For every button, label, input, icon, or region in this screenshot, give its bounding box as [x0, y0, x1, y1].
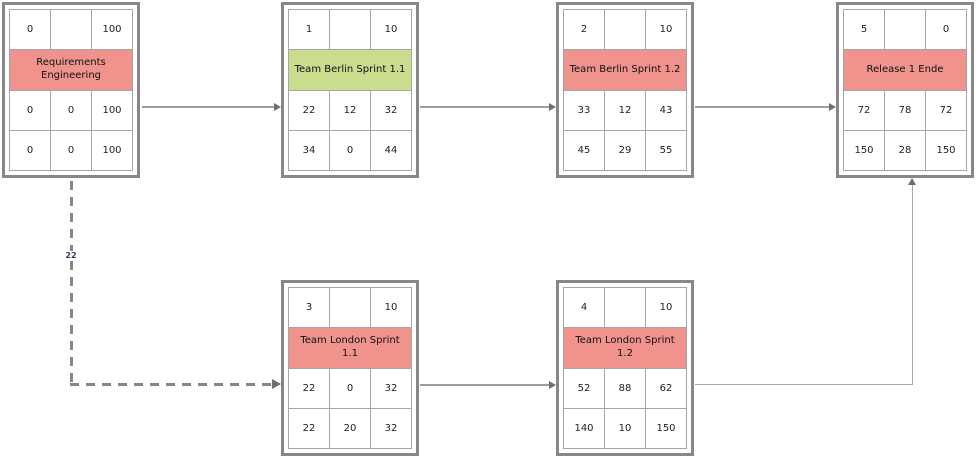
- node-grid: 3 10 Team London Sprint 1.1 22 0 32 22 2…: [288, 286, 412, 450]
- node-cell: 0: [9, 89, 51, 131]
- edge-london12-to-release-horizontal[interactable]: [695, 384, 913, 385]
- node-cell: 10: [370, 8, 412, 51]
- task-node-requirements-engineering[interactable]: 0 100 Requirements Engineering 0 0 100 0…: [2, 2, 140, 178]
- node-cell: 88: [604, 367, 646, 409]
- node-title: Release 1 Ende: [843, 49, 967, 91]
- node-title: Team London Sprint 1.2: [563, 327, 687, 369]
- node-cell: 1: [288, 8, 330, 51]
- node-cell: 52: [563, 367, 605, 409]
- node-cell: 22: [288, 407, 330, 450]
- node-cell: 0: [50, 89, 92, 131]
- node-cell: 100: [91, 89, 133, 131]
- task-node-team-london-sprint-1-1[interactable]: 3 10 Team London Sprint 1.1 22 0 32 22 2…: [281, 280, 419, 456]
- node-cell: 100: [91, 8, 133, 51]
- node-cell: 150: [843, 129, 885, 172]
- arrow-right-icon: [829, 103, 836, 111]
- node-cell: 10: [604, 407, 646, 450]
- node-cell: 33: [563, 89, 605, 131]
- node-grid: 1 10 Team Berlin Sprint 1.1 22 12 32 34 …: [288, 8, 412, 172]
- node-cell: [604, 286, 646, 329]
- task-node-team-berlin-sprint-1-2[interactable]: 2 10 Team Berlin Sprint 1.2 33 12 43 45 …: [556, 2, 694, 178]
- node-cell: 28: [884, 129, 926, 172]
- node-cell: 10: [645, 8, 687, 51]
- node-cell: [329, 8, 371, 51]
- node-cell: 0: [50, 129, 92, 172]
- node-title: Requirements Engineering: [9, 49, 133, 91]
- node-cell: 43: [645, 89, 687, 131]
- edge-london12-to-release-vertical[interactable]: [912, 179, 913, 385]
- node-cell: 150: [925, 129, 967, 172]
- node-cell: 44: [370, 129, 412, 172]
- task-node-team-london-sprint-1-2[interactable]: 4 10 Team London Sprint 1.2 52 88 62 140…: [556, 280, 694, 456]
- node-cell: 22: [288, 89, 330, 131]
- arrow-right-icon: [549, 381, 556, 389]
- edge-requirements-to-london11-vertical[interactable]: [70, 181, 73, 383]
- task-node-release-1-ende[interactable]: 5 0 Release 1 Ende 72 78 72 150 28 150: [836, 2, 974, 178]
- edge-dependency-label: 22: [64, 251, 78, 261]
- node-cell: 4: [563, 286, 605, 329]
- node-cell: [329, 286, 371, 329]
- node-cell: 5: [843, 8, 885, 51]
- node-cell: 62: [645, 367, 687, 409]
- node-cell: 72: [843, 89, 885, 131]
- arrow-right-icon: [549, 103, 556, 111]
- arrow-right-icon: [274, 103, 281, 111]
- node-cell: 32: [370, 407, 412, 450]
- node-cell: 22: [288, 367, 330, 409]
- node-cell: 72: [925, 89, 967, 131]
- node-cell: 2: [563, 8, 605, 51]
- node-cell: 10: [645, 286, 687, 329]
- task-node-team-berlin-sprint-1-1[interactable]: 1 10 Team Berlin Sprint 1.1 22 12 32 34 …: [281, 2, 419, 178]
- node-grid: 5 0 Release 1 Ende 72 78 72 150 28 150: [843, 8, 967, 172]
- node-cell: 0: [9, 129, 51, 172]
- node-title: Team Berlin Sprint 1.2: [563, 49, 687, 91]
- node-cell: 0: [329, 367, 371, 409]
- edge-requirements-to-berlin11[interactable]: [142, 106, 274, 108]
- arrow-up-icon: [908, 178, 916, 185]
- node-cell: 32: [370, 367, 412, 409]
- node-cell: 0: [329, 129, 371, 172]
- node-cell: 45: [563, 129, 605, 172]
- arrow-right-icon: [272, 379, 281, 389]
- node-cell: 55: [645, 129, 687, 172]
- node-cell: 29: [604, 129, 646, 172]
- node-cell: 100: [91, 129, 133, 172]
- edge-requirements-to-london11-horizontal[interactable]: [70, 383, 273, 386]
- node-cell: 20: [329, 407, 371, 450]
- node-cell: [884, 8, 926, 51]
- node-cell: 140: [563, 407, 605, 450]
- node-title: Team London Sprint 1.1: [288, 327, 412, 369]
- node-cell: 12: [604, 89, 646, 131]
- node-cell: [604, 8, 646, 51]
- node-grid: 2 10 Team Berlin Sprint 1.2 33 12 43 45 …: [563, 8, 687, 172]
- node-cell: 32: [370, 89, 412, 131]
- node-cell: 10: [370, 286, 412, 329]
- node-grid: 4 10 Team London Sprint 1.2 52 88 62 140…: [563, 286, 687, 450]
- node-cell: 0: [9, 8, 51, 51]
- node-grid: 0 100 Requirements Engineering 0 0 100 0…: [9, 8, 133, 172]
- node-cell: 12: [329, 89, 371, 131]
- node-cell: 0: [925, 8, 967, 51]
- node-title: Team Berlin Sprint 1.1: [288, 49, 412, 91]
- node-cell: 150: [645, 407, 687, 450]
- edge-berlin11-to-berlin12[interactable]: [420, 106, 549, 108]
- edge-london11-to-london12[interactable]: [420, 384, 549, 386]
- node-cell: 3: [288, 286, 330, 329]
- node-cell: 34: [288, 129, 330, 172]
- node-cell: 78: [884, 89, 926, 131]
- edge-berlin12-to-release[interactable]: [695, 106, 829, 108]
- node-cell: [50, 8, 92, 51]
